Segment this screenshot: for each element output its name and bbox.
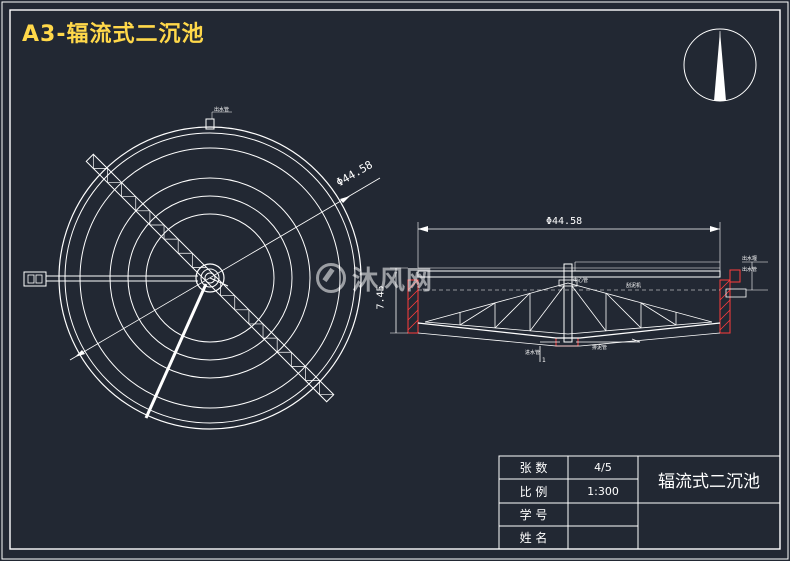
section-inlet-label: 进水管 xyxy=(525,350,541,356)
section-view xyxy=(390,222,768,362)
plan-view xyxy=(23,111,381,430)
plan-scraper-arm xyxy=(144,283,208,419)
student-id-label: 学 号 xyxy=(519,508,548,522)
watermark: 沐风网 xyxy=(316,260,433,297)
plan-outlet-box xyxy=(205,118,215,130)
section-bridge-deck xyxy=(417,270,721,278)
section-wall-right xyxy=(719,279,731,334)
plan-outlet-label: 出水管 xyxy=(214,107,230,113)
watermark-logo-icon xyxy=(316,263,346,293)
plan-bridge-truss xyxy=(85,153,335,403)
section-diameter-label: Φ44.58 xyxy=(546,216,583,227)
section-center-pipe-label: 中心管 xyxy=(573,278,589,284)
section-scraper-truss xyxy=(424,282,713,335)
section-sludge-label: 排泥管 xyxy=(592,345,608,351)
name-value xyxy=(568,526,638,549)
title-block: 张 数 4/5 比 例 1:300 学 号 姓 名 辐流式二沉池 xyxy=(499,456,780,549)
title-block-grid xyxy=(498,455,781,550)
north-arrow-icon xyxy=(683,28,757,102)
watermark-text: 沐风网 xyxy=(352,266,434,296)
section-depth-label: 7.45 xyxy=(375,285,387,310)
name-label: 姓 名 xyxy=(519,531,548,545)
scale-value: 1:300 xyxy=(587,484,619,498)
drawing-title: A3-辐流式二沉池 xyxy=(22,22,205,47)
plan-inlet-box xyxy=(23,271,47,287)
inner-border xyxy=(9,9,781,550)
drawing-name: 辐流式二沉池 xyxy=(658,472,760,492)
plan-diameter-leader xyxy=(69,177,381,361)
section-tank-bottom xyxy=(417,322,721,339)
sheets-value: 4/5 xyxy=(594,461,612,474)
section-outlet-weir-label: 出水堰 xyxy=(742,256,758,262)
section-slope-label: 1 xyxy=(542,357,546,364)
plan-ring-outer xyxy=(58,126,362,430)
student-id-value xyxy=(568,503,638,526)
sheets-label: 张 数 xyxy=(519,461,548,475)
section-outlet-label: 出水管 xyxy=(742,267,758,273)
section-wall-left xyxy=(407,279,419,334)
scale-label: 比 例 xyxy=(519,484,548,499)
section-center-column xyxy=(563,263,573,343)
section-scraper-label: 刮泥机 xyxy=(626,283,642,289)
